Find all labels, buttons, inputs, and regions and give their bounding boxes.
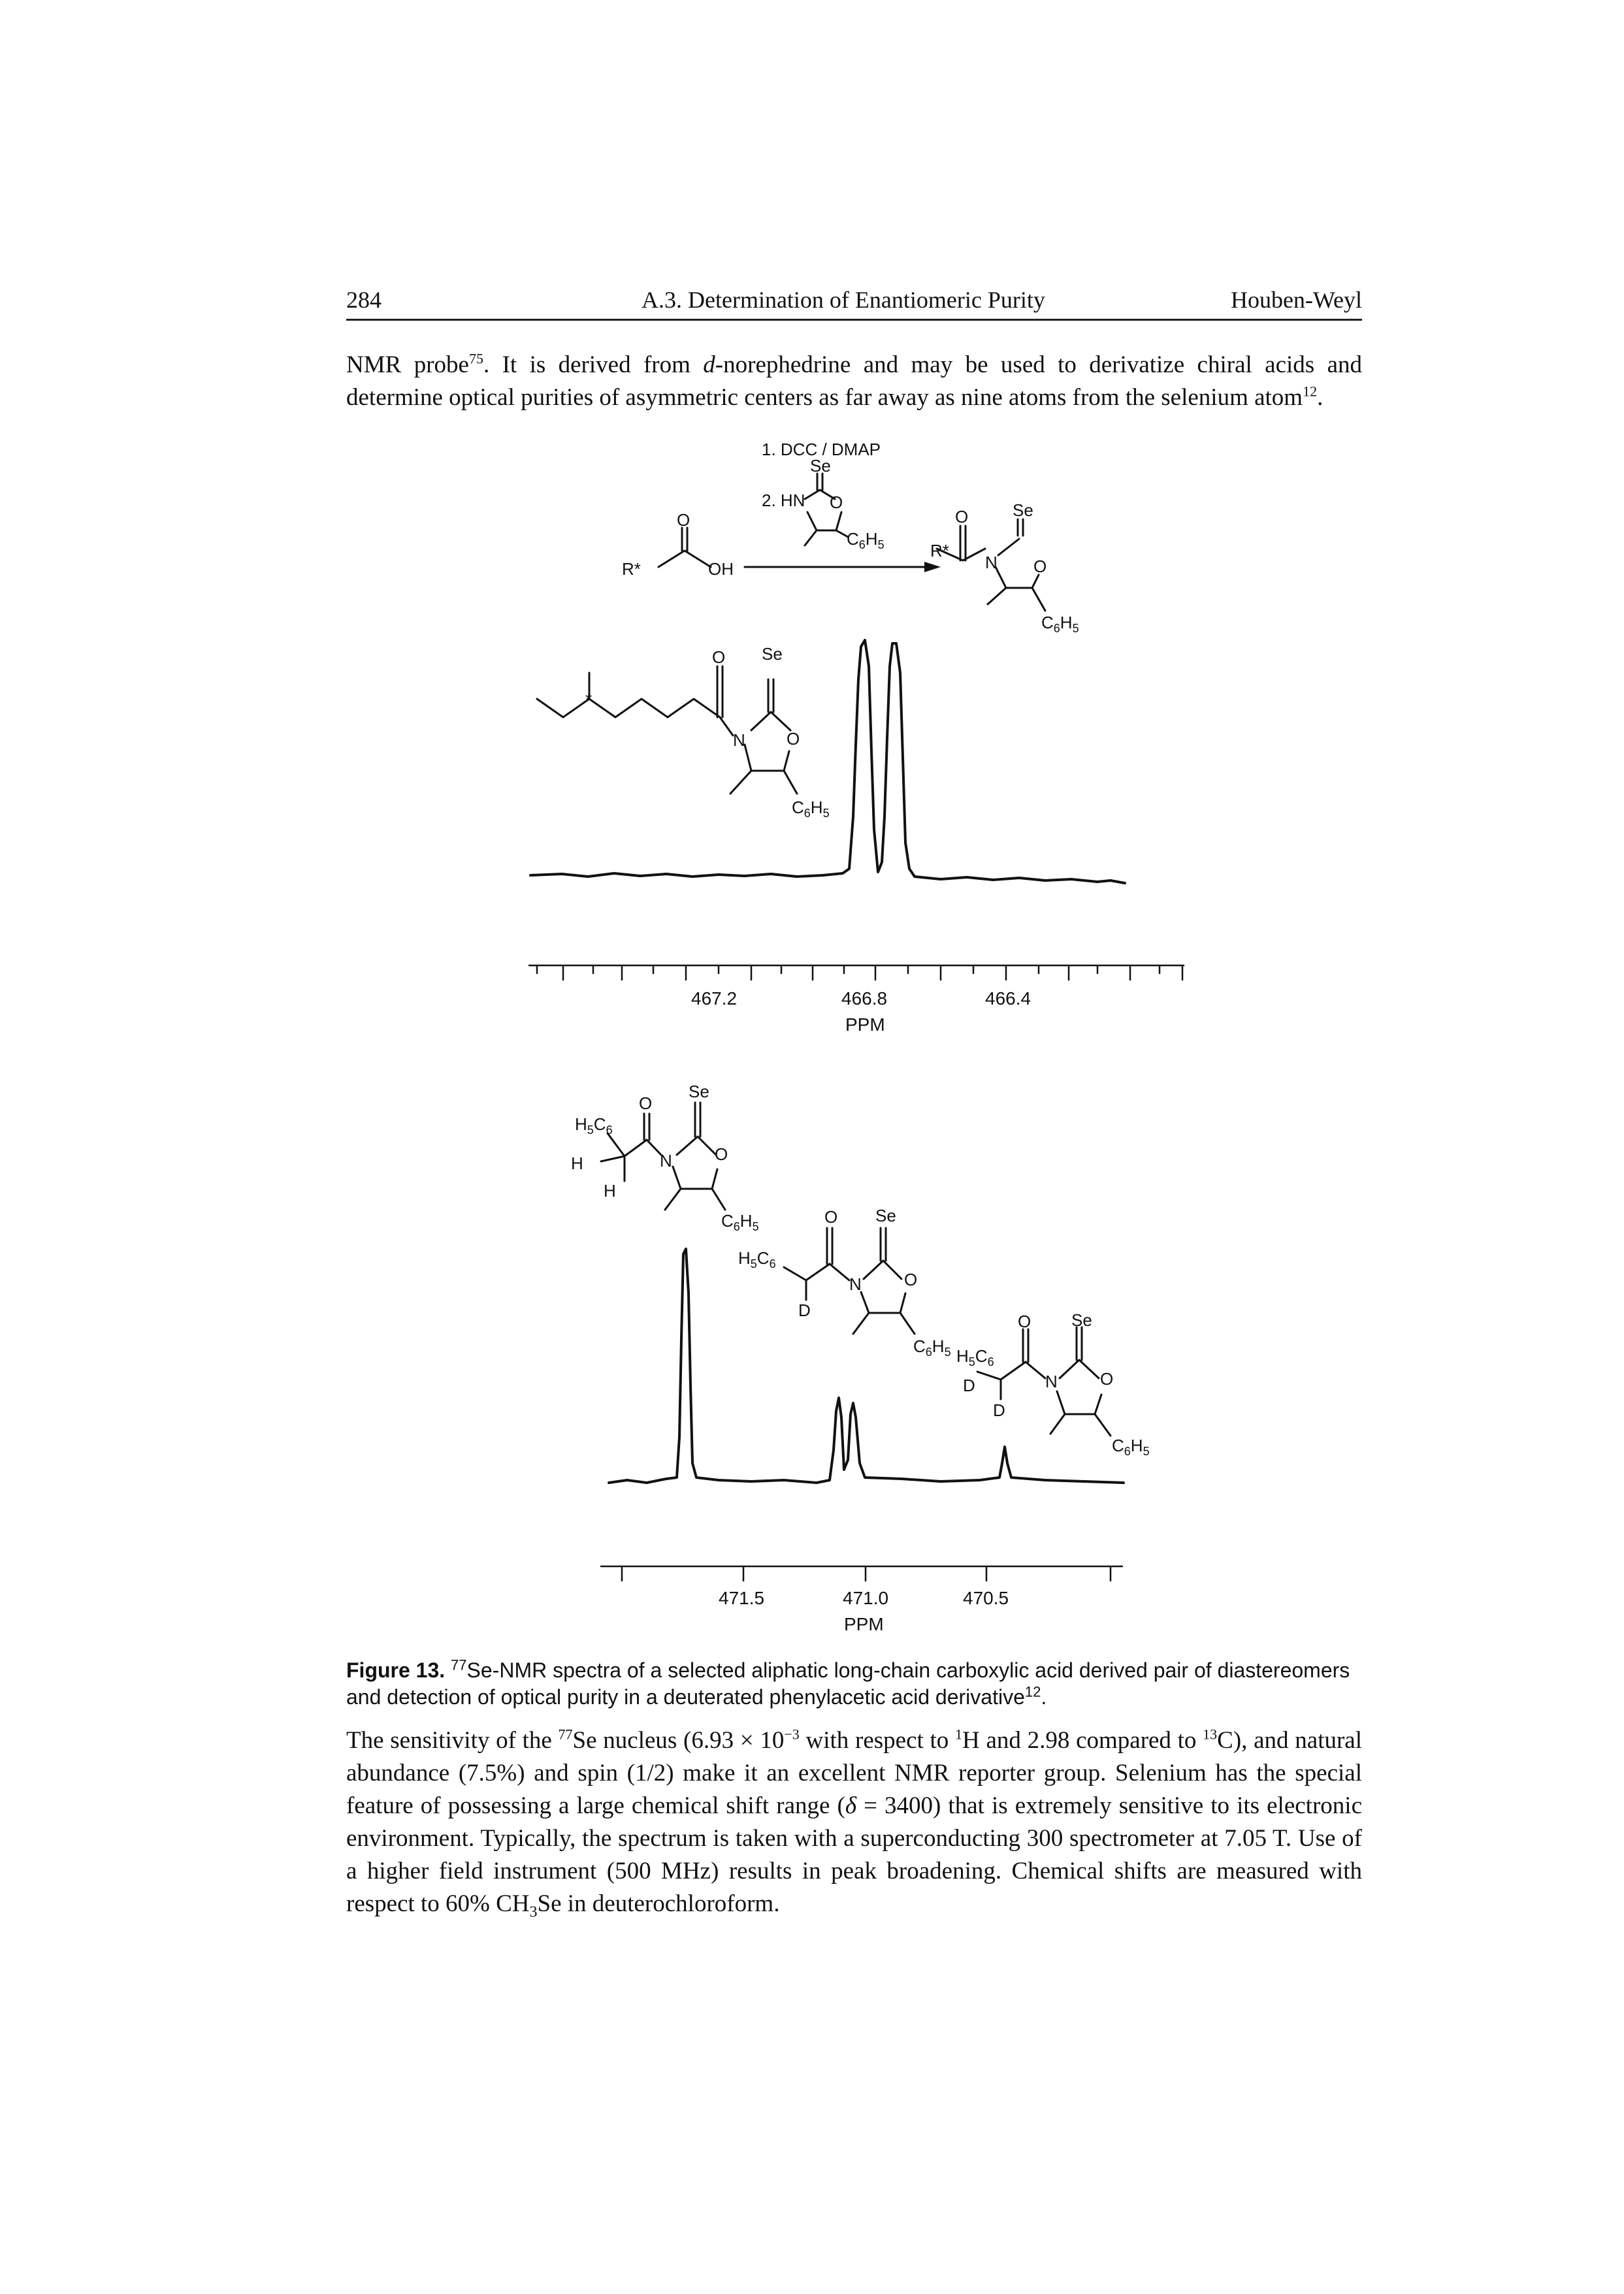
scheme-step2: 2. HN [762,491,805,510]
struct1-se: Se [762,644,783,664]
reactant-r: R* [622,559,641,579]
italic-prefix: d [703,351,715,378]
arrowhead [924,562,941,572]
struct4-d-left: D [963,1376,975,1395]
spectrum2-tick-label: 470.5 [963,1588,1009,1608]
struct4-h5c6: H5C6 [956,1346,994,1368]
phenylacetic-derivative-d2 [976,1326,1112,1437]
body-paragraph: The sensitivity of the 77Se nucleus (6.9… [346,1724,1362,1920]
reagent-oxazolidineselone [804,472,849,547]
text-run: H and 2.98 compared to [962,1727,1203,1754]
exponent-superscript: −3 [784,1726,800,1743]
struct4-se: Se [1071,1310,1092,1330]
struct3-c6h5: C6H5 [913,1336,951,1359]
spectrum1-axis-label: PPM [845,1014,885,1035]
spectrum1-tick-label: 466.4 [985,988,1031,1009]
product-n: N [985,553,998,572]
section-title: A.3. Determination of Enantiomeric Purit… [641,287,1045,313]
product-o: O [955,507,968,526]
scheme-step1: 1. DCC / DMAP [762,440,881,459]
struct3-se: Se [875,1206,896,1225]
product-c6h5: C6H5 [1041,613,1079,635]
struct2-n: N [660,1151,672,1171]
text-run: . [1041,1685,1047,1709]
struct1-c6h5: C6H5 [792,798,830,820]
text-run: -norephedrine and may be used to derivat… [346,351,1362,411]
struct4-ring-o: O [1100,1369,1113,1389]
reference-superscript: 12 [1303,383,1318,400]
delta-symbol: δ [845,1792,857,1819]
struct3-d: D [798,1300,811,1320]
phenylacetic-derivative-h [600,1101,726,1211]
struct2-se: Se [689,1082,709,1101]
scheme-o: O [830,493,843,512]
struct2-c6h5: C6H5 [721,1211,759,1233]
product-ring-o: O [1033,557,1047,576]
text-run: NMR probe [346,351,469,378]
publisher-name: Houben-Weyl [1230,287,1362,313]
figure-label: Figure 13. [346,1658,446,1682]
struct4-n: N [1045,1372,1058,1391]
struct1-o: O [712,647,725,667]
struct1-n: N [733,730,745,750]
running-header: 284 A.3. Determination of Enantiomeric P… [346,282,1362,321]
text-run: = 3400) that is extremely sensitive to i… [346,1792,1362,1917]
product-r: R* [930,541,949,560]
struct4-c6h5: C6H5 [1112,1436,1150,1458]
struct2-h5c6: H5C6 [575,1114,613,1137]
text-run: Se nucleus (6.93 × 10 [572,1727,785,1754]
spectrum2-tick-label: 471.5 [719,1588,764,1608]
struct2-h-left: H [571,1154,583,1173]
spectrum2-axis-label: PPM [844,1614,884,1634]
text-run: Se in deuterochloroform. [537,1890,780,1917]
spectrum2-axis [600,1565,1124,1582]
struct3-h5c6: H5C6 [738,1248,776,1270]
isotope-superscript: 1 [955,1726,963,1743]
intro-paragraph: NMR probe75. It is derived from d-noreph… [346,349,1362,414]
struct4-d-bottom: D [993,1400,1005,1420]
struct2-ring-o: O [715,1144,728,1164]
spectrum1-axis [528,964,1185,981]
phenylacetic-derivative-d [783,1227,916,1335]
text-run: Se-NMR spectra of a selected aliphatic l… [346,1658,1350,1709]
text-run: with respect to [799,1727,956,1754]
struct2-h-bottom: H [604,1181,616,1201]
text-run: . It is derived from [483,351,704,378]
isotope-superscript: 77 [451,1656,467,1673]
text-run: C), and natural abundance (7.5%) and spi… [346,1727,1362,1819]
struct3-o: O [824,1207,837,1227]
spectrum1-trace [529,639,1126,884]
text-run: . [1317,384,1324,411]
struct4-o: O [1018,1312,1031,1331]
struct2-o: O [639,1093,652,1113]
reference-superscript: 75 [468,350,483,367]
page-number: 284 [346,287,382,313]
reference-superscript: 12 [1024,1683,1041,1700]
product-se: Se [1013,500,1033,520]
spectrum2-tick-label: 471.0 [843,1588,888,1608]
text-run: The sensitivity of the [346,1727,559,1754]
struct1-ring-o: O [787,729,800,749]
isotope-superscript: 13 [1203,1726,1218,1743]
reactant-acid [657,526,712,568]
figure-caption: Figure 13. 77Se-NMR spectra of a selecte… [346,1657,1362,1711]
struct1-star: * [585,690,592,709]
reactant-oh: OH [708,559,734,579]
struct3-ring-o: O [904,1270,917,1289]
spectrum2-trace [608,1248,1125,1484]
scheme-c6h5: C6H5 [847,529,885,551]
spectrum1-tick-label: 466.8 [841,988,887,1009]
struct3-n: N [849,1274,862,1294]
subscript: 3 [529,1903,538,1921]
product-amide [935,518,1047,612]
reactant-o: O [677,510,690,530]
spectrum1-tick-label: 467.2 [691,988,737,1009]
scheme-se: Se [810,456,831,476]
isotope-superscript: 77 [558,1726,573,1743]
aliphatic-diastereomer-structure [536,665,798,795]
